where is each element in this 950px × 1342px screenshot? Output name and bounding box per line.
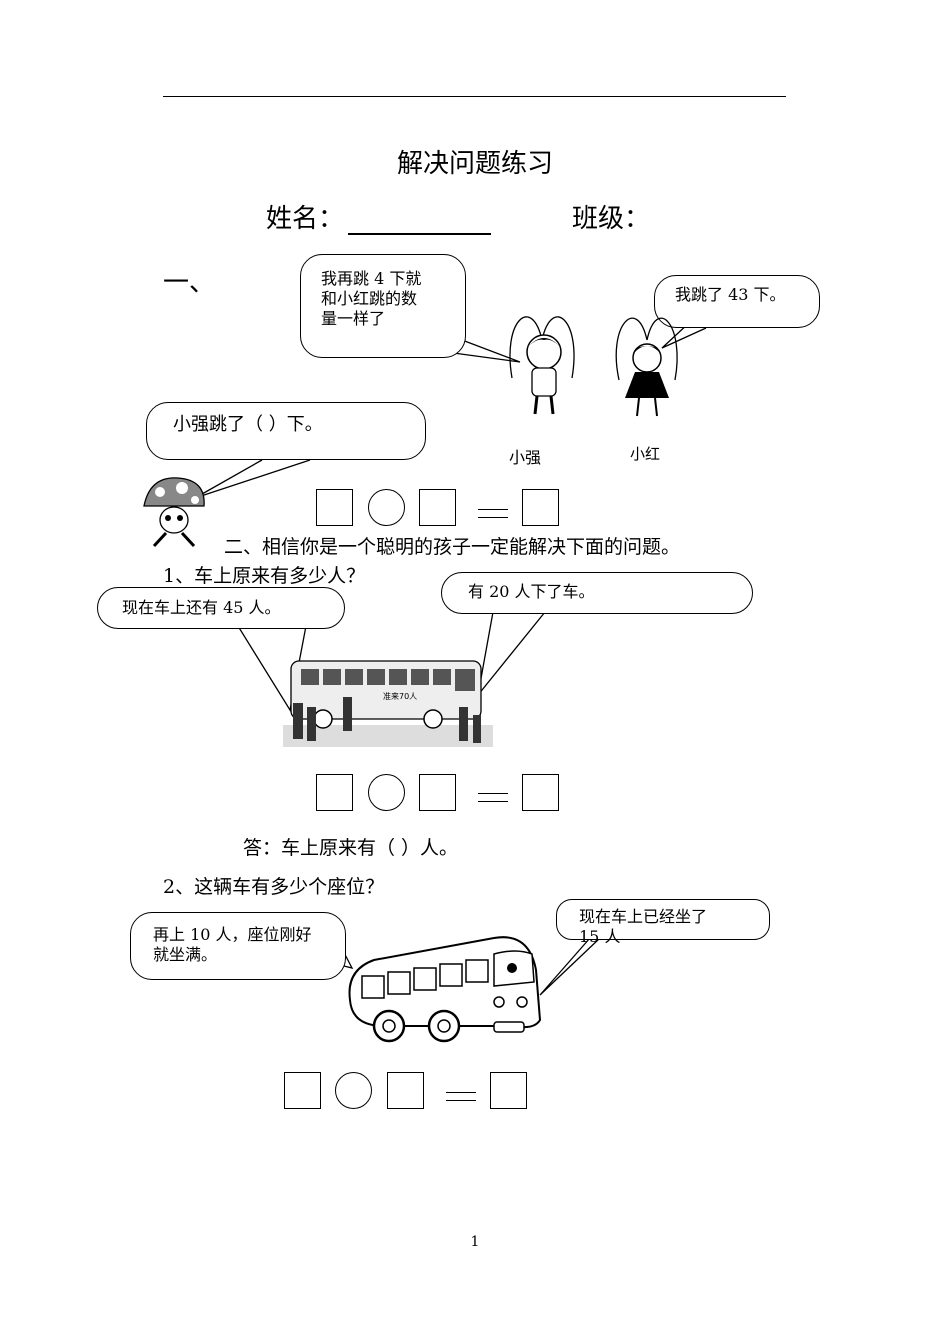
bus-with-passengers-illustration: 准来70人 [283, 660, 493, 747]
class-label: 班级： [572, 204, 651, 234]
label-xiaoqiang: 小强 [509, 448, 542, 467]
page-number: 1 [470, 1234, 480, 1250]
operator-circle[interactable] [335, 1072, 372, 1109]
bus-sign: 准来70人 [383, 691, 417, 701]
answer-box[interactable] [522, 489, 559, 526]
bubble-question: 小强跳了（ ）下。 [146, 402, 426, 460]
page-title: 解决问题练习 [396, 149, 553, 179]
answer-box[interactable] [419, 774, 456, 811]
section1-heading: 一、 [163, 268, 216, 298]
bubble-xiaoqiang: 我再跳 4 下就 和小红跳的数 量一样了 [300, 254, 466, 358]
bubble-q1-left: 现在车上还有 45 人。 [97, 587, 345, 629]
answer-box[interactable] [387, 1072, 424, 1109]
bubble-q2-right: 现在车上已经坐了 15 人 [556, 899, 770, 946]
name-label: 姓名： [266, 204, 345, 234]
bubble-q2-left: 再上 10 人，座位刚好 就坐满。 [130, 912, 346, 980]
answer-box[interactable] [316, 489, 353, 526]
answer-box[interactable] [522, 774, 559, 811]
header-rule [163, 96, 786, 97]
answer-box[interactable] [284, 1072, 321, 1109]
q1-question: 1、车上原来有多少人？ [163, 565, 366, 587]
label-xiaohong: 小红 [630, 445, 661, 463]
equals-sign [446, 1092, 476, 1104]
name-blank[interactable] [348, 203, 492, 235]
q2-question: 2、这辆车有多少个座位？ [163, 876, 385, 898]
answer-box[interactable] [316, 774, 353, 811]
operator-circle[interactable] [368, 774, 405, 811]
bubble-q1-right: 有 20 人下了车。 [441, 572, 753, 614]
cartoon-bus-illustration [348, 936, 542, 1043]
q1-answer-line: 答：车上原来有（ ）人。 [243, 837, 459, 859]
bubble-xiaohong: 我跳了 43 下。 [654, 275, 820, 328]
section2-heading: 二、相信你是一个聪明的孩子一定能解决下面的问题。 [224, 536, 681, 558]
jump-rope-kids-illustration [509, 316, 678, 417]
answer-box[interactable] [490, 1072, 527, 1109]
answer-box[interactable] [419, 489, 456, 526]
equals-sign [478, 793, 508, 805]
equals-sign [478, 509, 508, 521]
name-field: 姓名： [266, 198, 492, 235]
operator-circle[interactable] [368, 489, 405, 526]
mushroom-character-illustration [143, 477, 205, 548]
